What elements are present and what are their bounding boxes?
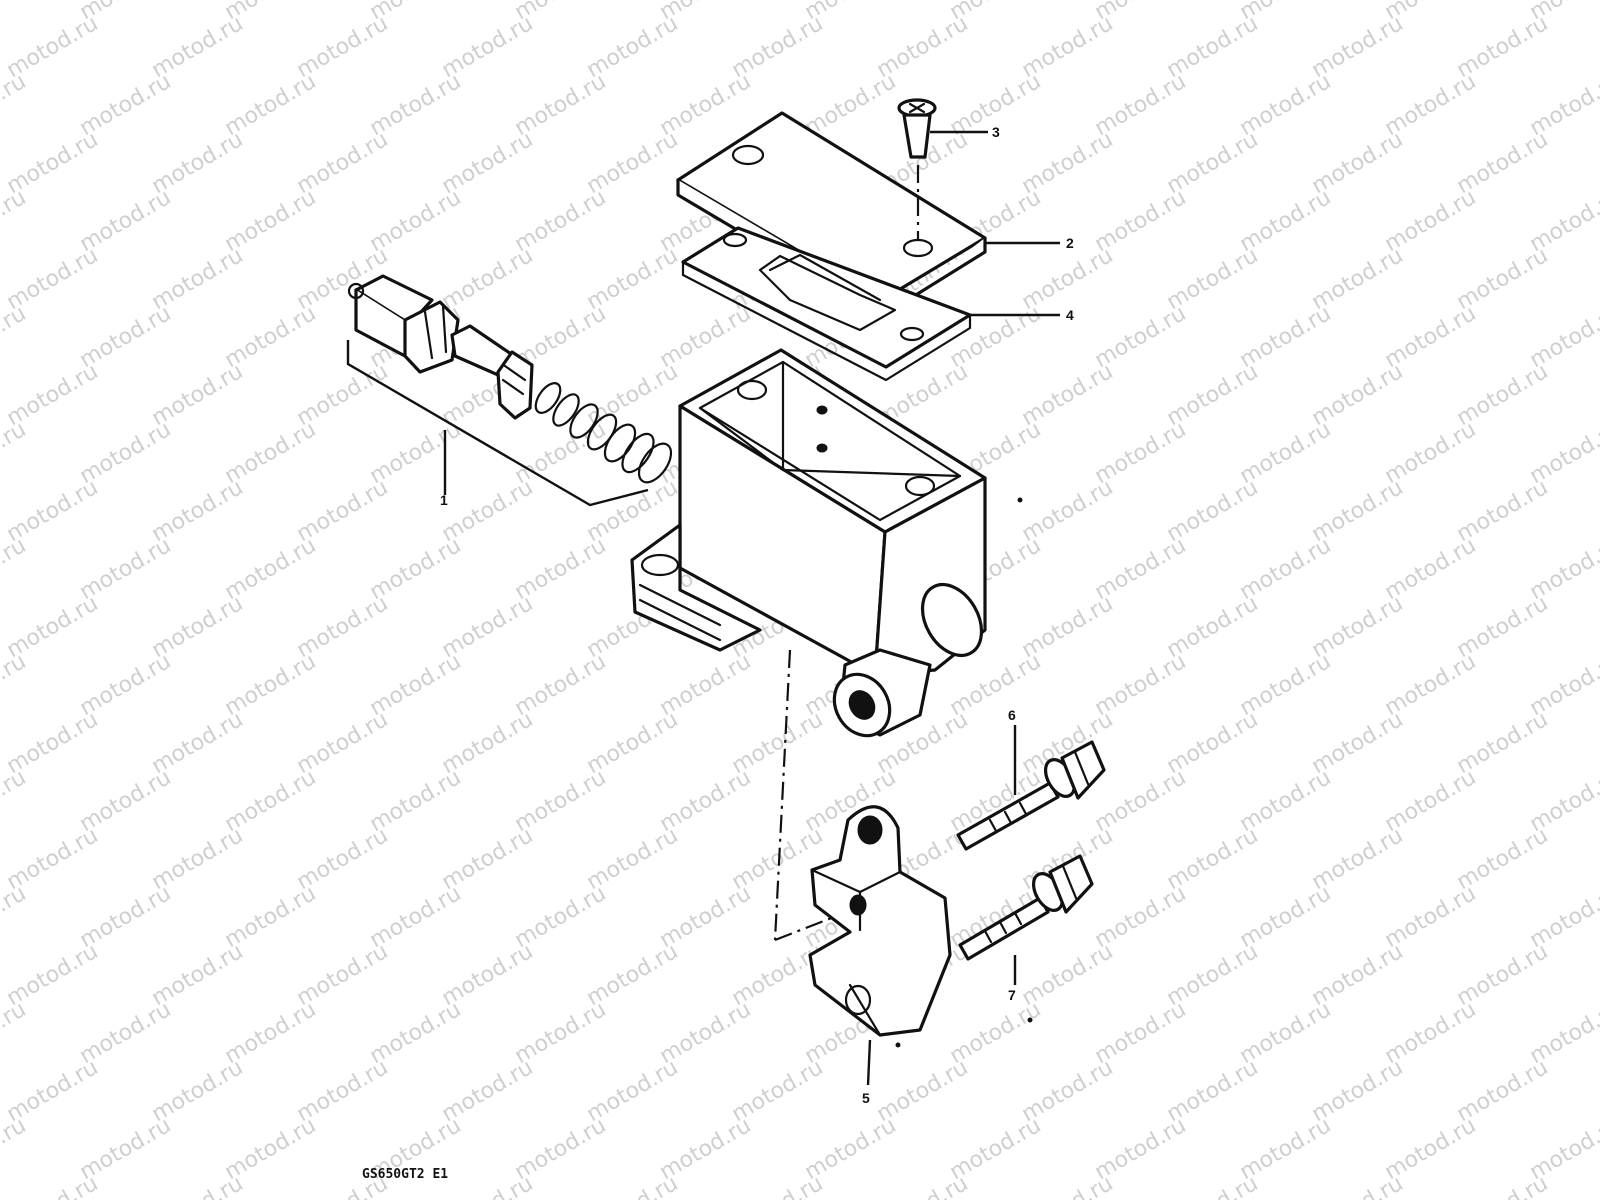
watermark-text: motod.ru	[0, 0, 30, 25]
watermark-text: motod.ru	[0, 417, 30, 489]
print-dot	[1017, 497, 1023, 503]
callout-2: 2	[1066, 235, 1074, 251]
callout-5: 5	[862, 1090, 870, 1106]
watermark-text: motod.ru	[0, 69, 30, 141]
watermark-text: motod.ru	[0, 649, 30, 721]
watermark-text: motod.ru	[1018, 1171, 1118, 1200]
watermark-text: motod.ru	[583, 1171, 683, 1200]
leader-5	[866, 1039, 872, 1086]
callout-7: 7	[1008, 987, 1016, 1003]
watermark-text: motod.ru	[0, 881, 30, 953]
watermark-text: motod.ru	[0, 301, 30, 373]
callout-6: 6	[1008, 707, 1016, 723]
callout-4: 4	[1066, 307, 1074, 323]
screw	[897, 98, 937, 240]
watermark-text: motod.ru	[0, 765, 30, 837]
watermark-text: motod.ru	[0, 185, 30, 257]
bolt-lower	[958, 854, 1094, 961]
watermark-text: motod.ru	[0, 997, 30, 1069]
watermark-text: motod.ru	[1163, 1171, 1263, 1200]
callout-1: 1	[440, 492, 448, 508]
callout-3: 3	[992, 124, 1000, 140]
watermark-text: motod.ru	[0, 1113, 30, 1185]
watermark-text: motod.ru	[1308, 1171, 1408, 1200]
piston-assembly	[346, 274, 673, 507]
diagram-code: GS650GT2 E1	[362, 1167, 448, 1182]
spring	[534, 382, 673, 484]
watermark-text: motod.ru	[873, 1171, 973, 1200]
bolt-upper	[956, 740, 1106, 851]
watermark-text: motod.ru	[438, 1171, 538, 1200]
watermark-text: motod.ru	[728, 1171, 828, 1200]
watermark-text: motod.ru	[1453, 1171, 1553, 1200]
alignment-line	[773, 649, 792, 941]
watermark-text: motod.ru	[148, 1171, 248, 1200]
print-dot	[895, 1042, 901, 1048]
master-cylinder-body	[630, 348, 987, 738]
clamp	[808, 805, 952, 1037]
watermark-text: motod.ru	[0, 533, 30, 605]
watermark-text: motod.ru	[3, 1171, 103, 1200]
print-dot	[1027, 1017, 1033, 1023]
